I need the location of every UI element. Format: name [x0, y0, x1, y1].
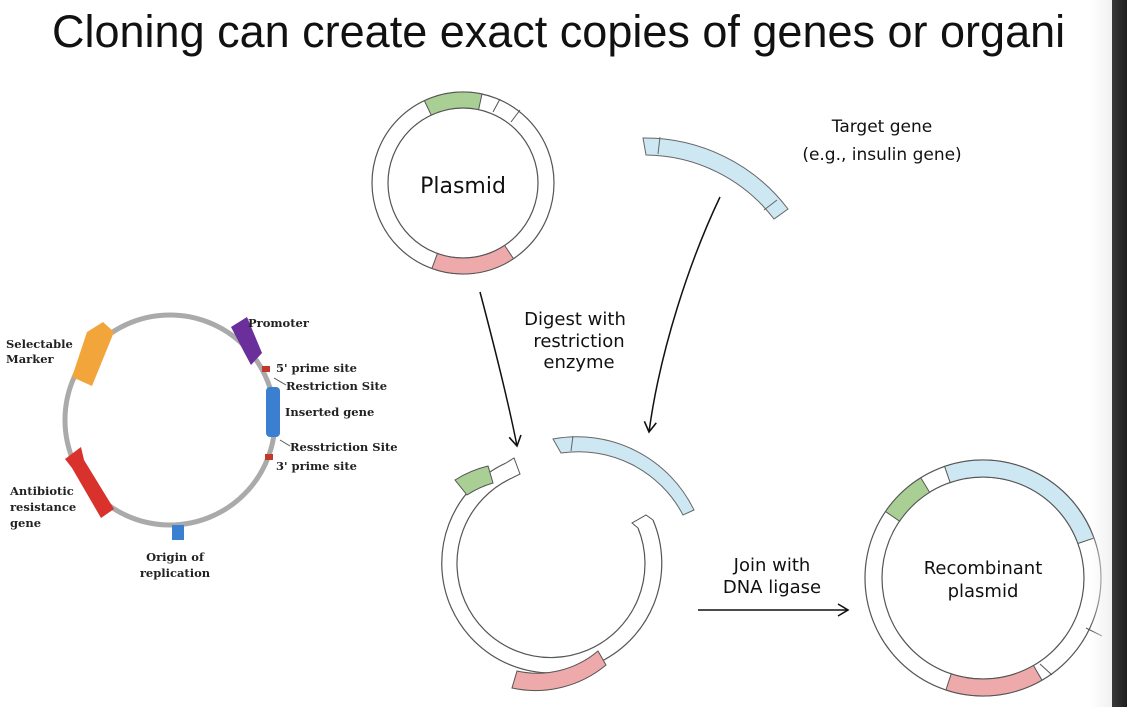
restriction-site-5	[262, 366, 270, 372]
recombinant-label-line2: plasmid	[948, 581, 1019, 602]
window-edge	[1112, 0, 1127, 707]
antibiotic-resistance-arrow	[65, 447, 114, 518]
slide-title: Cloning can create exact copies of genes…	[52, 6, 1066, 57]
origin-label-line2: replication	[140, 566, 211, 580]
digest-arrow-right	[643, 196, 721, 434]
antibiotic-label-line3: gene	[10, 516, 41, 530]
join-label-line2: DNA ligase	[723, 577, 821, 598]
restriction-site-label: Restriction Site	[286, 379, 387, 393]
join-label-line1: Join with	[733, 555, 811, 576]
digest-label-line2: restriction	[533, 331, 624, 352]
plasmid-label: Plasmid	[420, 174, 506, 199]
origin-block	[172, 525, 184, 540]
digest-label-line3: enzyme	[543, 352, 614, 373]
target-gene-label-line1: Target gene	[831, 117, 932, 137]
antibiotic-label-line1: Antibiotic	[9, 484, 74, 498]
prime5-label: 5' prime site	[276, 361, 357, 375]
inserted-gene-block	[266, 387, 280, 437]
selectable-marker-label-line2: Marker	[6, 352, 55, 366]
cut-plasmid-pink-segment	[511, 650, 607, 692]
plasmid: Plasmid	[371, 91, 555, 275]
prime3-label: 3' prime site	[276, 459, 357, 473]
plasmid-green-segment	[423, 91, 483, 116]
cut-plasmid	[441, 457, 663, 692]
recombinant-plasmid: Recombinant plasmid	[864, 459, 1103, 697]
origin-label-line1: Origin of	[146, 550, 205, 564]
antibiotic-label-line2: resistance	[10, 500, 76, 514]
inserted-gene-label: Inserted gene	[285, 405, 374, 419]
promoter-arrow	[231, 317, 262, 365]
restriction-site-3	[265, 454, 273, 460]
selectable-marker-label-line1: Selectable	[6, 337, 73, 351]
resstriction-site-label: Resstriction Site	[290, 440, 398, 454]
insert-fragment	[552, 435, 695, 516]
target-gene-label-line2: (e.g., insulin gene)	[802, 145, 961, 165]
recombinant-pink-segment	[945, 664, 1043, 697]
recombinant-blue-segment	[943, 459, 1095, 545]
recombinant-label-line1: Recombinant	[924, 558, 1043, 579]
digest-label-line1: Digest with	[524, 309, 626, 330]
recombinant-green-segment	[884, 477, 931, 522]
cut-plasmid-green-segment	[454, 465, 494, 496]
target-gene-fragment	[642, 136, 789, 220]
right-edge-shade	[1090, 0, 1112, 707]
plasmid-pink-segment	[431, 244, 515, 275]
vector-map	[62, 312, 280, 540]
selectable-marker-arrow	[72, 322, 114, 386]
promoter-label: Promoter	[248, 316, 310, 330]
digest-arrow-left	[479, 291, 522, 448]
